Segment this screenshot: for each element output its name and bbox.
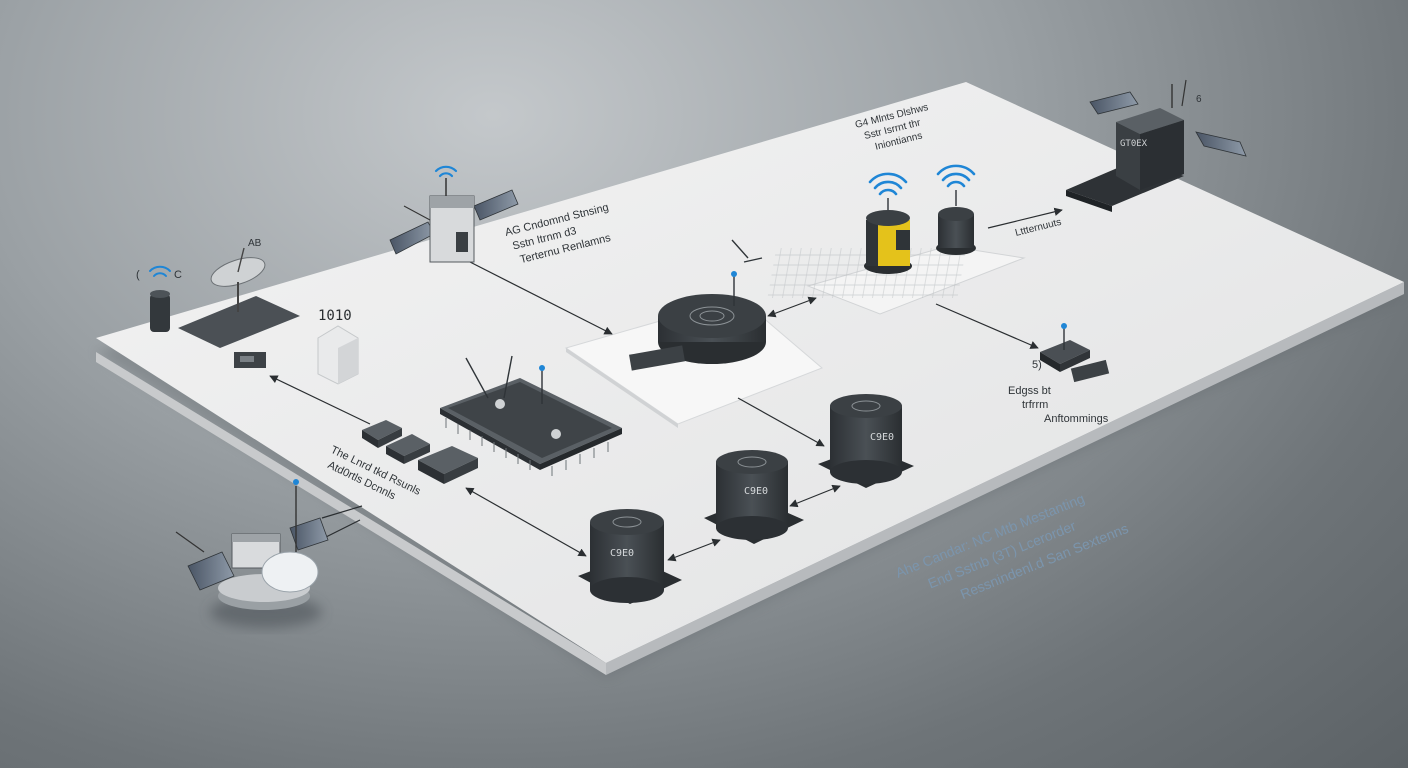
wifi-icon bbox=[434, 165, 458, 178]
dish-icon bbox=[210, 247, 266, 312]
arrow-icon bbox=[321, 505, 363, 519]
arrow-icon bbox=[465, 487, 587, 557]
antenna-icon bbox=[731, 239, 763, 306]
wifi-icon bbox=[149, 265, 171, 277]
top-right-caption: G4 Mlnts Dlshws Sstr Isrrnt thr Iniontia… bbox=[854, 101, 938, 156]
satellite-icon bbox=[175, 479, 329, 593]
satellite-base-station: GT0EX 6 Lttternuuts bbox=[1014, 79, 1247, 239]
arrow-icon bbox=[269, 375, 371, 425]
arrow-icon bbox=[935, 303, 1039, 349]
storage-node-1: C9E0 bbox=[578, 509, 682, 604]
module-2 bbox=[386, 434, 430, 464]
arrow-icon bbox=[323, 519, 361, 539]
sensor-node-yellow bbox=[864, 172, 912, 274]
edge-caption: 5) Edgss bt trfrrm Anftommings bbox=[1008, 359, 1109, 425]
edge-device: 5) Edgss bt trfrrm Anftommings bbox=[1008, 323, 1110, 425]
antenna-icon bbox=[1061, 323, 1067, 350]
arrow-icon bbox=[469, 261, 613, 335]
dish-glyph: AB bbox=[248, 238, 262, 249]
dark-pad-left bbox=[178, 296, 300, 348]
node-text: C9E0 bbox=[744, 486, 768, 497]
server-tag: GT0EX bbox=[1120, 139, 1148, 149]
connection-arrows bbox=[269, 207, 1063, 562]
node-text: C9E0 bbox=[870, 432, 894, 443]
wifi-tower-glyph: ( bbox=[136, 269, 140, 281]
module-1 bbox=[362, 420, 402, 448]
binary-text: 1010 bbox=[318, 308, 352, 324]
satellite-icon bbox=[1089, 79, 1247, 157]
satellite-dish-left: AB bbox=[210, 238, 266, 312]
storage-node-2: C9E0 bbox=[704, 450, 804, 544]
right-satellite-glyph: 6 bbox=[1196, 94, 1202, 105]
module-row bbox=[362, 420, 478, 484]
wifi-icon bbox=[868, 172, 908, 196]
satellite-icon bbox=[389, 178, 519, 263]
node-text: C9E0 bbox=[610, 548, 634, 559]
router-left bbox=[234, 352, 266, 368]
sensor-node-dark bbox=[936, 164, 976, 255]
microcontroller-chip bbox=[440, 355, 622, 476]
arrow-icon bbox=[737, 397, 825, 447]
wifi-icon bbox=[936, 164, 976, 188]
arrow-icon bbox=[789, 484, 841, 508]
chip-icon bbox=[440, 378, 622, 476]
module-3 bbox=[418, 446, 478, 484]
satellite-bottom-left bbox=[175, 479, 329, 628]
server-icon: GT0EX bbox=[1116, 108, 1184, 190]
gateway-box: 1010 bbox=[317, 308, 359, 385]
storage-node-3: C9E0 bbox=[818, 394, 914, 488]
arrow-icon bbox=[767, 296, 817, 318]
wifi-tower-left: ( C bbox=[136, 265, 182, 332]
arrow-icon bbox=[667, 538, 721, 562]
antenna-icon bbox=[465, 355, 545, 404]
wifi-tower-glyph: C bbox=[174, 269, 182, 281]
arrow-icon bbox=[987, 207, 1063, 229]
central-hub bbox=[629, 239, 766, 371]
sensor-hub-plate bbox=[767, 245, 1026, 315]
